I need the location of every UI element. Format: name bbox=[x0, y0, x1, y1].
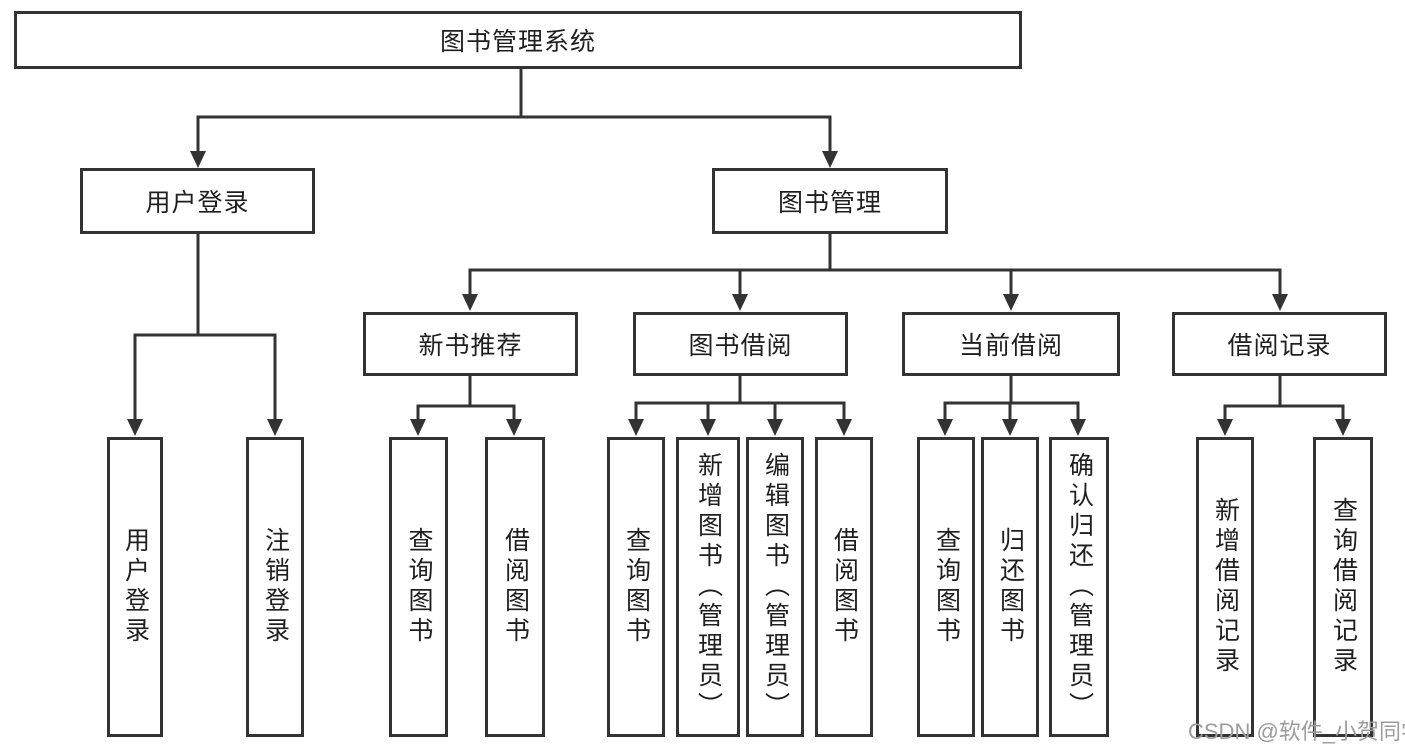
node-leaf-edit-books-admin: 编辑图书（管理员） bbox=[746, 437, 804, 737]
node-leaf-query-books-borrow: 查询图书 bbox=[607, 437, 665, 737]
node-leaf-query-books-current: 查询图书 bbox=[917, 437, 975, 737]
node-book-borrow: 图书借阅 bbox=[633, 312, 848, 376]
node-user-login-label: 用户登录 bbox=[145, 189, 250, 217]
node-borrow-records: 借阅记录 bbox=[1172, 312, 1387, 376]
node-book-management-label: 图书管理 bbox=[777, 189, 882, 217]
node-leaf-confirm-return-admin: 确认归还（管理员） bbox=[1049, 437, 1109, 737]
watermark-text: CSDN @软件_小贺同学 bbox=[1188, 719, 1405, 744]
node-borrow-records-label: 借阅记录 bbox=[1227, 332, 1332, 360]
node-leaf-query-borrow-record: 查询借阅记录 bbox=[1313, 437, 1373, 737]
node-leaf-borrow-books: 借阅图书 bbox=[815, 437, 873, 737]
node-leaf-user-login: 用户登录 bbox=[107, 437, 163, 737]
node-root: 图书管理系统 bbox=[14, 11, 1022, 69]
node-current-borrow-label: 当前借阅 bbox=[958, 332, 1063, 360]
node-leaf-return-books: 归还图书 bbox=[981, 437, 1039, 737]
node-book-borrow-label: 图书借阅 bbox=[688, 332, 793, 360]
node-leaf-logout: 注销登录 bbox=[246, 437, 304, 737]
node-leaf-borrow-books-recommend: 借阅图书 bbox=[485, 437, 545, 737]
node-user-login: 用户登录 bbox=[80, 168, 315, 234]
node-leaf-add-books-admin: 新增图书（管理员） bbox=[676, 437, 740, 737]
node-new-book-recommend: 新书推荐 bbox=[363, 312, 578, 376]
node-current-borrow: 当前借阅 bbox=[902, 312, 1120, 376]
node-leaf-add-borrow-record: 新增借阅记录 bbox=[1196, 437, 1254, 737]
node-new-book-recommend-label: 新书推荐 bbox=[418, 332, 523, 360]
node-book-management: 图书管理 bbox=[712, 168, 948, 234]
node-leaf-query-books-recommend: 查询图书 bbox=[389, 437, 448, 737]
node-root-label: 图书管理系统 bbox=[439, 28, 596, 56]
